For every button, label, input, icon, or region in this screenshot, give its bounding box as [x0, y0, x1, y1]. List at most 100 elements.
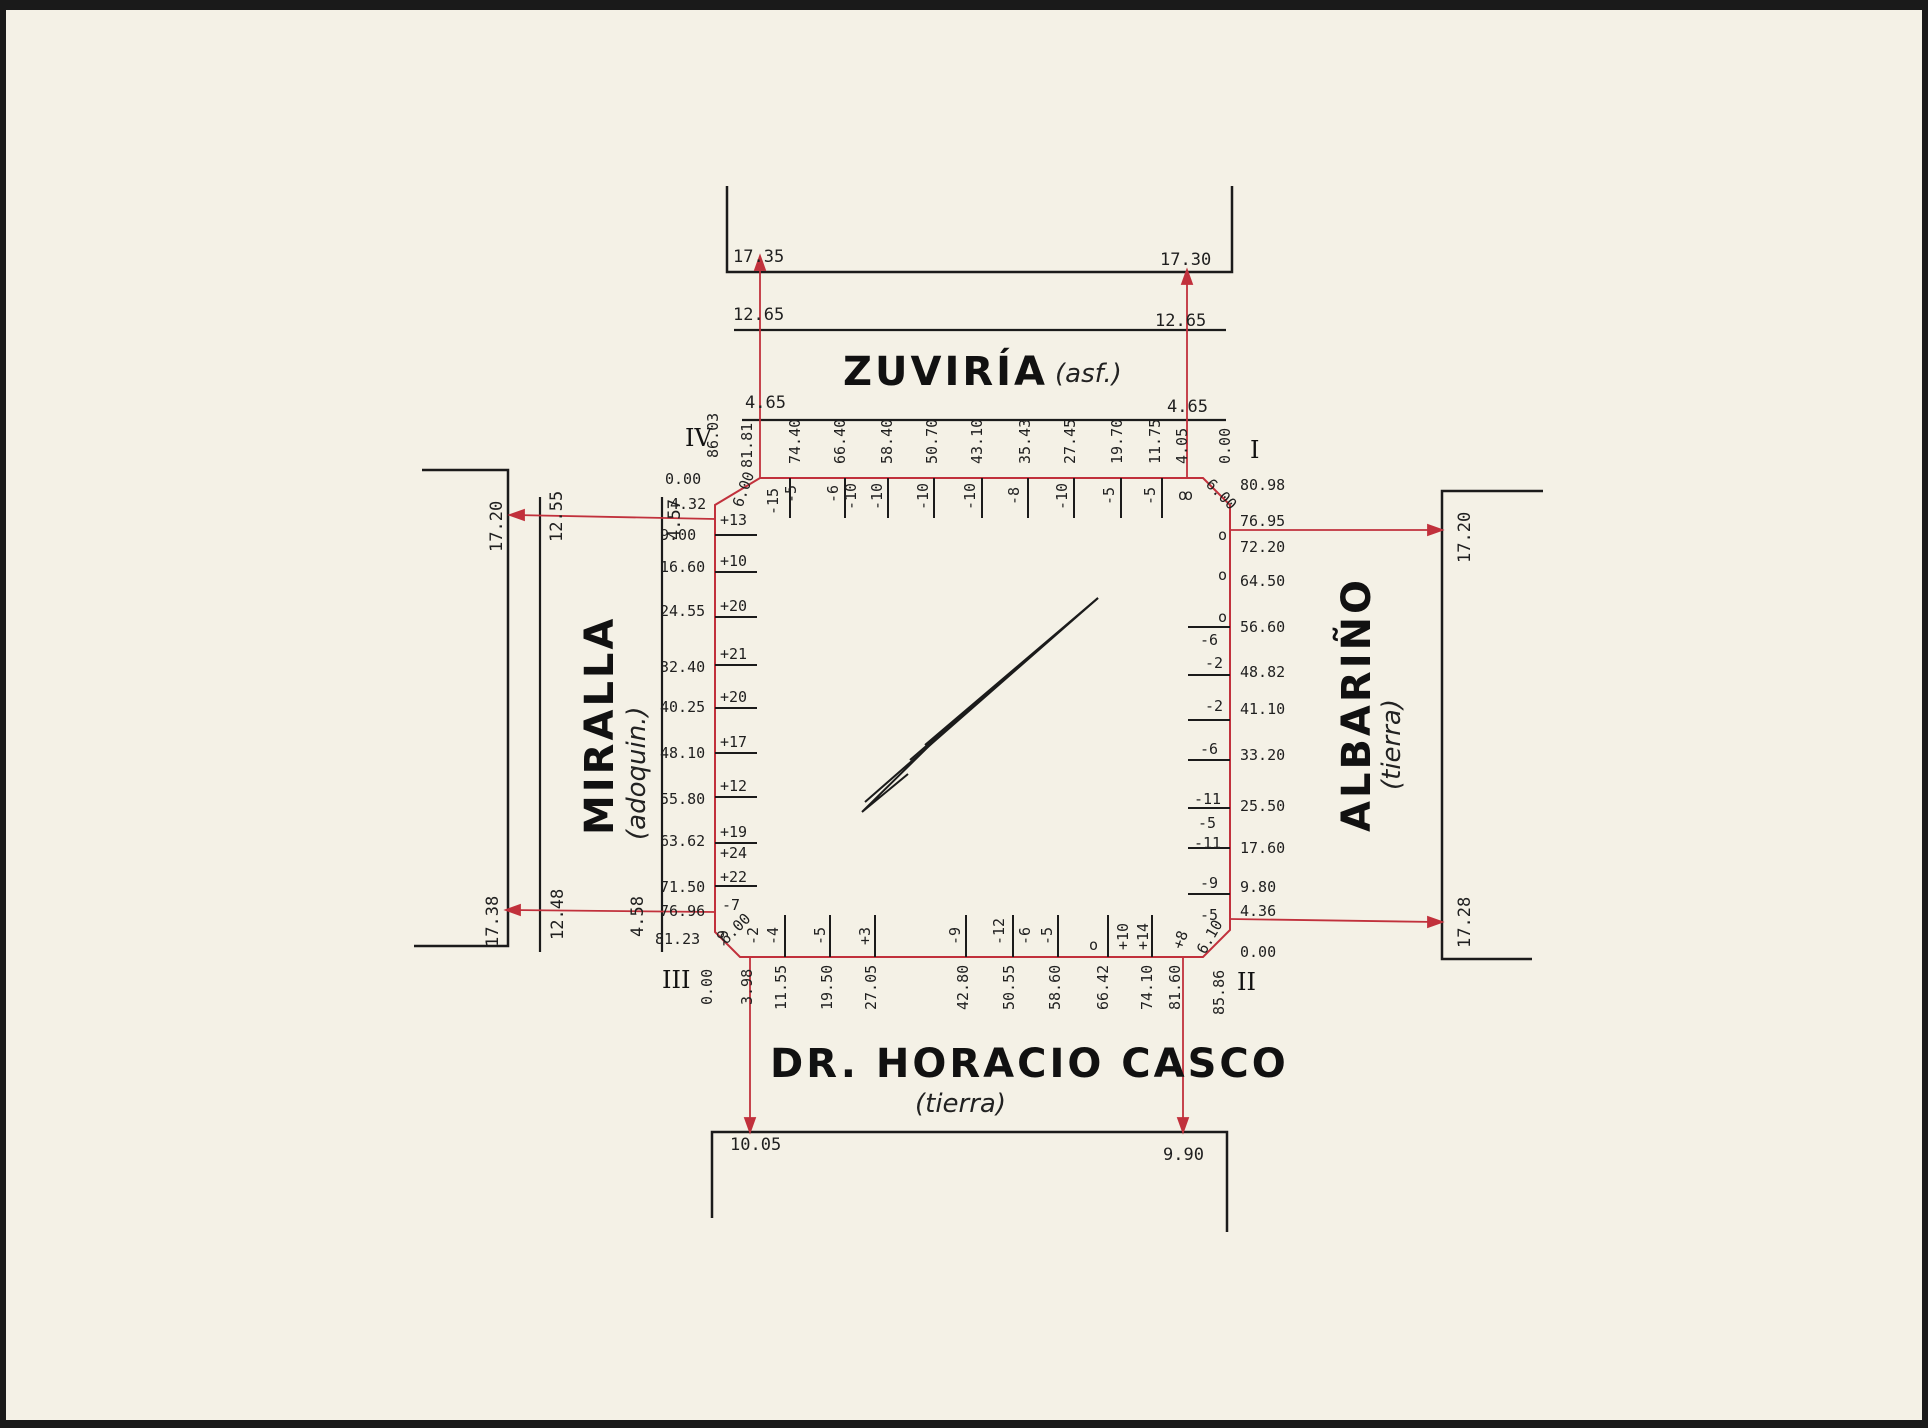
left-station: 48.10: [660, 744, 705, 762]
right-level: -6: [1200, 631, 1218, 649]
left-station: 9.00: [660, 526, 696, 544]
bottom-right-total: 9.90: [1163, 1145, 1204, 1165]
top-level: -10: [868, 483, 886, 510]
left-top-line: 12.55: [547, 491, 567, 542]
street-surface-top: (asf.): [1055, 359, 1122, 389]
top-stations: 0.00 86.03 81.81 74.40 66.40 58.40 50.70…: [665, 413, 1234, 488]
top-level: -15: [764, 488, 782, 515]
street-surface-left: (adoquin.): [622, 706, 652, 840]
street-name-bottom: DR. HORACIO CASCO: [770, 1041, 1289, 1087]
left-level: +17: [720, 733, 747, 751]
right-station: 48.82: [1240, 663, 1285, 681]
left-level: -7: [722, 896, 740, 914]
bottom-station: 66.42: [1094, 965, 1112, 1010]
bottom-level: -4: [764, 927, 782, 945]
left-level: +19: [720, 823, 747, 841]
north-arrow-tail: [861, 739, 936, 813]
right-level: -5: [1200, 906, 1218, 924]
right-level: -2: [1205, 654, 1223, 672]
top-level: -10: [961, 483, 979, 510]
bottom-level: o: [1089, 936, 1098, 954]
arrowhead: [1176, 1117, 1190, 1135]
bottom-station: 27.05: [862, 965, 880, 1010]
right-top-total: 17.20: [1455, 512, 1475, 563]
north-arrow-line: [909, 597, 1099, 761]
top-station: 0.00: [1216, 428, 1234, 464]
top-levels: -15 -5 -6 -10 -10 -10 -10 -8 -10 -5 -5 o…: [729, 469, 1187, 515]
top-station: 11.75: [1146, 419, 1164, 464]
arrowhead: [743, 1117, 757, 1135]
left-level: +10: [720, 552, 747, 570]
top-station: 58.40: [878, 419, 896, 464]
left-station: 63.62: [660, 832, 705, 850]
bottom-station: 74.10: [1138, 965, 1156, 1010]
bottom-station: 19.50: [818, 965, 836, 1010]
top-level: -8: [1005, 487, 1023, 505]
right-station: 56.60: [1240, 618, 1285, 636]
top-right-total: 17.30: [1160, 250, 1211, 270]
bottom-level: -2: [744, 927, 762, 945]
left-bottom-line: 12.48: [548, 889, 568, 940]
top-station: 66.40: [831, 419, 849, 464]
bottom-station: 42.80: [954, 965, 972, 1010]
top-right-line: 12.65: [1155, 311, 1206, 331]
right-station: 9.80: [1240, 878, 1276, 896]
bottom-station: 11.55: [772, 965, 790, 1010]
top-right-walk: 4.65: [1167, 397, 1208, 417]
left-station: 81.23: [655, 930, 700, 948]
right-level: o: [1218, 566, 1227, 584]
right-station: 80.98: [1240, 476, 1285, 494]
street-name-right: ALBARIÑO: [1332, 577, 1380, 832]
top-left-line: 12.65: [733, 305, 784, 325]
block-perimeter: [714, 477, 1231, 958]
right-level: -9: [1200, 874, 1218, 892]
right-level: o: [1184, 486, 1193, 504]
left-top-walk: 4.57: [665, 499, 685, 540]
bottom-stations: 0.00 3.98 11.55 19.50 27.05 42.80 50.55 …: [698, 965, 1228, 1015]
bottom-station: 3.98: [738, 969, 756, 1005]
right-level: o: [1218, 526, 1227, 544]
left-level: +20: [720, 688, 747, 706]
left-level: +12: [720, 777, 747, 795]
right-station: 4.36: [1240, 902, 1276, 920]
right-level: -2: [1205, 697, 1223, 715]
top-station: 50.70: [923, 419, 941, 464]
right-level: o: [1218, 608, 1227, 626]
right-station: 64.50: [1240, 572, 1285, 590]
top-station: 81.81: [738, 423, 756, 468]
left-station: 55.80: [660, 790, 705, 808]
bottom-levels: -2 -4 -5 +3 -9 -12 -6 -5 o +10 +14 +8: [744, 918, 1192, 954]
bottom-level: -9: [946, 927, 964, 945]
bottom-road-boundary: [710, 1130, 1229, 1232]
arrowhead: [1427, 523, 1445, 537]
top-level: -10: [842, 483, 860, 510]
right-station: 76.95: [1240, 512, 1285, 530]
left-top-total: 17.20: [487, 501, 507, 552]
bottom-level: -12: [990, 918, 1008, 945]
bottom-left-total: 10.05: [730, 1135, 781, 1155]
left-stations: 4.32 9.00 16.60 24.55 32.40 40.25 48.10 …: [655, 495, 706, 948]
bottom-level: -5: [811, 927, 829, 945]
top-station: 43.10: [968, 419, 986, 464]
left-bottom-walk: 4.58: [628, 896, 648, 937]
right-bottom-total: 17.28: [1455, 897, 1475, 948]
top-level: o: [1178, 486, 1187, 504]
arrowhead: [503, 903, 521, 917]
arrow-right-bottom: [1229, 918, 1438, 923]
top-corner-end: 86.03: [704, 413, 722, 458]
bottom-station: 0.00: [698, 969, 716, 1005]
left-level: +21: [720, 645, 747, 663]
street-name-top: ZUVIRÍA: [843, 347, 1048, 395]
left-station: 4.32: [670, 495, 706, 513]
corner-label-I: I: [1250, 436, 1259, 464]
right-level: -6: [1200, 740, 1218, 758]
bottom-level: +3: [856, 927, 874, 945]
right-road-boundary: [1440, 489, 1543, 961]
right-level: -11: [1194, 834, 1221, 852]
left-station: 32.40: [660, 658, 705, 676]
top-level: -10: [914, 483, 932, 510]
top-station: 19.70: [1108, 419, 1126, 464]
left-level: -9: [714, 930, 732, 948]
block-outline: [714, 477, 1231, 958]
